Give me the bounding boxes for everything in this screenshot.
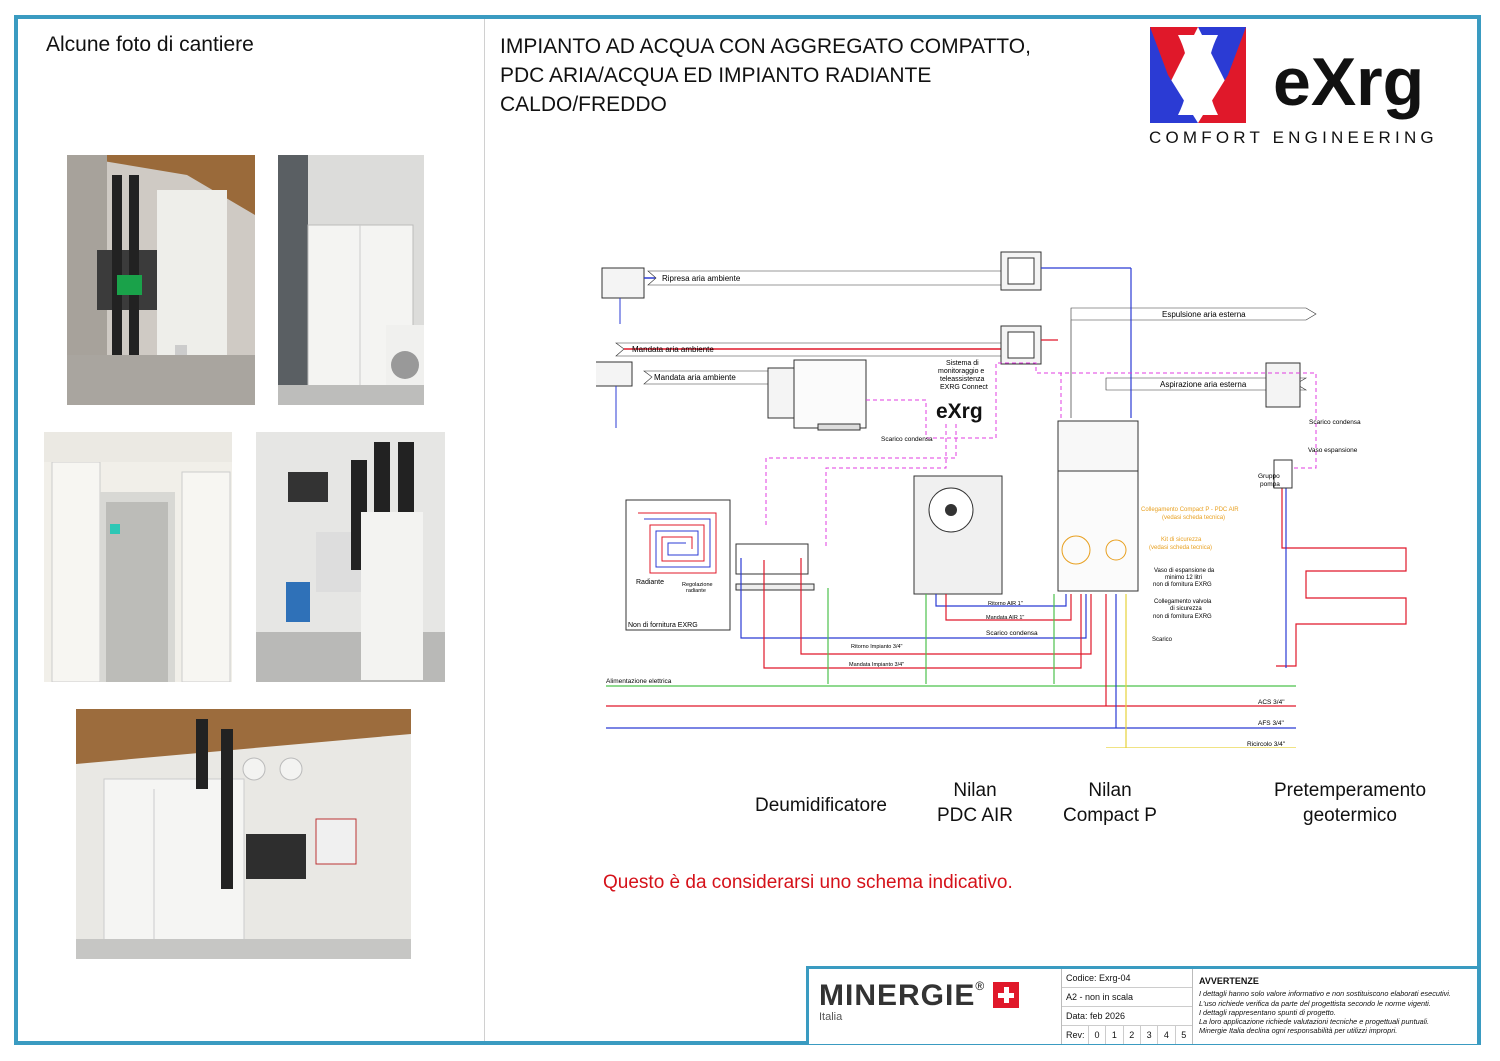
label-afs: AFS 3/4" (1258, 720, 1284, 727)
label-espulsione: Espulsione aria esterna (1162, 310, 1246, 319)
label-monitor-1: Sistema di (946, 360, 979, 367)
dehumidifier-unit (793, 359, 867, 429)
label-vaso: Vaso espansione (1308, 447, 1358, 454)
label-gruppo-2: pompa (1260, 481, 1280, 488)
label-collegamento-2: (vedasi scheda tecnica) (1162, 515, 1225, 521)
label-collegamento-1: Collegamento Compact P - PDC AIR (1141, 507, 1239, 513)
label-valvola-3: non di fornitura EXRG (1153, 614, 1212, 620)
label-vaso12-1: Vaso di espansione da (1154, 568, 1215, 574)
site-photo-3 (44, 432, 232, 682)
page-title: IMPIANTO AD ACQUA CON AGGREGATO COMPATTO… (500, 32, 1031, 119)
field-formato: A2 - non in scala (1062, 988, 1192, 1007)
label-non-fornitura: Non di fornitura EXRG (628, 622, 698, 629)
minergie-logo: MINERGIE® Italia (819, 979, 1019, 1023)
label-ricircolo: Ricircolo 3/4" (1247, 741, 1286, 748)
compact-p-top (1057, 420, 1139, 472)
label-monitor-2: monitoraggio e (938, 368, 984, 375)
column-divider (484, 19, 485, 1041)
label-scarico-condensa-2: Scarico condensa (1309, 419, 1361, 426)
plant-schematic: Ripresa aria ambiente Mandata aria ambie… (596, 251, 1407, 748)
label-acs: ACS 3/4" (1258, 699, 1285, 706)
label-scarico-condensa-3: Scarico condensa (986, 630, 1038, 637)
swiss-cross-icon (992, 982, 1019, 1008)
label-alimentazione: Alimentazione elettrica (606, 678, 672, 685)
label-vaso12-2: minimo 12 litri (1165, 575, 1202, 581)
label-gruppo-1: Gruppo (1258, 473, 1280, 480)
title-line-1: IMPIANTO AD ACQUA CON AGGREGATO COMPATTO… (500, 35, 1031, 58)
label-mandata-2: Mandata aria ambiente (654, 373, 736, 382)
label-vaso12-3: non di fornitura EXRG (1153, 582, 1212, 588)
minergie-country: Italia (819, 1011, 843, 1023)
registered-mark: ® (975, 979, 985, 993)
label-aspirazione: Aspirazione aria esterna (1160, 380, 1247, 389)
title-block-fields: Codice: Exrg-04 A2 - non in scala Data: … (1061, 969, 1193, 1044)
label-valvola-1: Collegamento valvola (1154, 599, 1212, 605)
label-mandata-impianto: Mandata Impianto 3/4" (849, 662, 904, 668)
label-kit-1: Kit di sicurezza (1161, 537, 1202, 543)
site-photo-5 (76, 709, 411, 959)
site-photo-2 (278, 155, 424, 405)
label-mandata-1: Mandata aria ambiente (632, 345, 714, 354)
label-monitor-4: EXRG Connect (940, 384, 988, 391)
minergie-wordmark: MINERGIE (819, 979, 976, 1012)
title-line-2: PDC ARIA/ACQUA ED IMPIANTO RADIANTE (500, 64, 932, 87)
label-regolazione-2: radiante (686, 588, 706, 594)
schematic-note: Questo è da considerarsi uno schema indi… (603, 872, 1013, 893)
site-photo-1 (67, 155, 255, 405)
unit-label-geotermico: Pretemperamento geotermico (1273, 780, 1427, 826)
title-block: MINERGIE® Italia Codice: Exrg-04 A2 - no… (806, 966, 1480, 1044)
brand-tagline: COMFORT ENGINEERING (1149, 128, 1438, 147)
field-data: Data: feb 2026 (1062, 1007, 1192, 1026)
unit-label-compact-p: Nilan Compact P (1063, 780, 1157, 826)
geothermal-loop-red (1276, 466, 1407, 667)
grille-ripresa (601, 267, 645, 299)
label-scarico-condensa-1: Scarico condensa (881, 436, 933, 443)
site-photo-4 (256, 432, 445, 682)
label-radiante: Radiante (636, 579, 664, 586)
radiant-panel (625, 499, 731, 631)
label-regolazione-1: Regolazione (682, 582, 713, 588)
warnings: AVVERTENZE I dettagli hanno solo valore … (1199, 976, 1451, 1036)
exrg-wordmark: eXrg (1273, 44, 1424, 120)
exrg-logo: eXrg (1148, 25, 1478, 155)
field-revisions: Rev: 0 1 2 3 4 5 (1062, 1026, 1192, 1044)
field-codice: Codice: Exrg-04 (1062, 969, 1192, 988)
label-monitor-3: teleassistenza (940, 376, 984, 383)
exrg-connect-logo: eXrg (936, 400, 983, 423)
title-line-3: CALDO/FREDDO (500, 93, 667, 116)
unit-label-deumidificatore: Deumidificatore (755, 795, 887, 816)
photos-title: Alcune foto di cantiere (46, 33, 254, 56)
sheet-border (14, 15, 1481, 1045)
compact-p-body (1057, 470, 1139, 592)
unit-label-pdc-air: Nilan PDC AIR (936, 780, 1014, 826)
label-mandata-air: Mandata AIR 1" (986, 615, 1024, 621)
label-kit-2: (vedasi scheda tecnica) (1149, 545, 1212, 551)
label-ripresa: Ripresa aria ambiente (662, 274, 741, 283)
label-ritorno-impianto: Ritorno Impianto 3/4" (851, 644, 903, 650)
label-ritorno-air: Ritorno AIR 1" (988, 601, 1023, 607)
label-scarico: Scarico (1152, 637, 1173, 643)
label-valvola-2: di sicurezza (1170, 606, 1202, 612)
